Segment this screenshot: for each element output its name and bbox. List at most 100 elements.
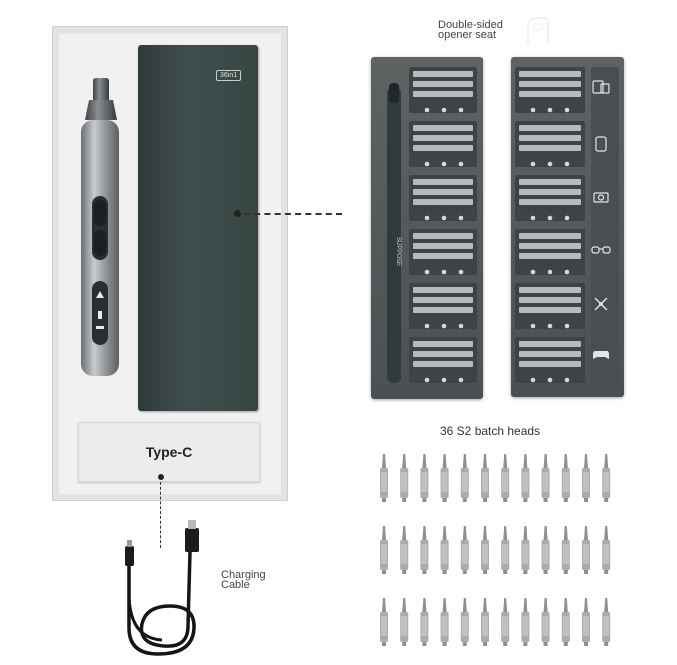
tray-dot — [530, 323, 536, 329]
batch-head-bit — [440, 526, 449, 574]
tray-dot — [530, 215, 536, 221]
batch-head-bit — [561, 454, 570, 502]
batch-head-bit — [400, 598, 409, 646]
batch-head-bit — [521, 454, 530, 502]
bit-compartment — [409, 175, 477, 221]
batch-head-bit — [541, 454, 550, 502]
tray-dot — [458, 161, 464, 167]
tray-bit — [519, 179, 581, 185]
batch-head-bit — [582, 598, 590, 646]
tray-bit — [519, 297, 581, 303]
bit-compartment — [409, 229, 477, 275]
tray-bit — [519, 361, 581, 367]
tray-dot — [547, 269, 553, 275]
batch-head-bit — [561, 526, 570, 574]
tablet-icon — [592, 80, 610, 94]
batch-head-bit — [521, 526, 530, 574]
tray-bit — [519, 243, 581, 249]
drone-icon — [594, 297, 608, 311]
batch-head-bit — [501, 454, 510, 502]
handle-tip — [389, 83, 399, 103]
batch-head-bit — [582, 454, 590, 502]
tray-bit — [519, 81, 581, 87]
tray-bit — [519, 287, 581, 293]
cable-callout-line — [160, 482, 161, 548]
tray-dot — [564, 377, 570, 383]
cable-callout: Charging Cable — [221, 569, 266, 591]
tray-bit — [519, 233, 581, 239]
batch-head-bit — [460, 454, 469, 502]
batch-head-bit — [501, 598, 510, 646]
batch-head-bit — [420, 598, 429, 646]
batch-head-bit — [602, 598, 611, 646]
batch-head-bit — [460, 598, 469, 646]
opener-seat-callout: Double-sided opener seat — [438, 19, 503, 41]
batch-heads-title: 36 S2 batch heads — [440, 424, 541, 438]
batch-head-bit — [420, 454, 429, 502]
cable-callout-line1: Charging — [221, 569, 266, 581]
tray-dot — [441, 377, 447, 383]
type-c-card: Type-C — [78, 422, 260, 482]
tray-bit — [519, 145, 581, 151]
tray-bit — [519, 341, 581, 347]
tray-bit — [413, 287, 473, 293]
tray-dot — [530, 269, 536, 275]
tray-bit — [413, 125, 473, 131]
batch-head-bit — [541, 526, 550, 574]
tray-bit — [413, 135, 473, 141]
tray-bit — [519, 71, 581, 77]
tray-bit — [519, 199, 581, 205]
opener-seat-icon — [527, 17, 549, 44]
batch-head-bit — [561, 598, 570, 646]
tray-bit — [519, 91, 581, 97]
batch-head-bit — [541, 598, 550, 646]
tray-dot — [564, 215, 570, 221]
tray-dot — [424, 377, 430, 383]
batch-head-bit — [521, 598, 530, 646]
opener-callout-line1: Double-sided — [438, 19, 503, 31]
batch-head-bit — [440, 598, 449, 646]
handle-brand: SUPPOSE — [395, 237, 401, 266]
bit-tray-right-contents — [515, 67, 619, 387]
batch-head-bit — [501, 526, 510, 574]
tray-dot — [458, 323, 464, 329]
tray-dot — [547, 323, 553, 329]
tray-bit — [413, 351, 473, 357]
bit-compartment — [515, 283, 585, 329]
tray-bit — [413, 189, 473, 195]
tray-dot — [458, 377, 464, 383]
lid-callout-dot — [234, 210, 241, 217]
tray-dot — [424, 107, 430, 113]
tray-dot — [441, 107, 447, 113]
tray-bit — [413, 253, 473, 259]
bit-compartment — [515, 337, 585, 383]
cable-callout-line2: Cable — [221, 579, 250, 591]
lid-badge: 36in1 — [216, 70, 242, 81]
batch-head-bit — [481, 526, 489, 574]
tray-bit — [519, 351, 581, 357]
tray-bit — [519, 307, 581, 313]
tray-bit — [413, 243, 473, 249]
batch-head-bit — [481, 598, 489, 646]
tray-dot — [530, 161, 536, 167]
lid-callout-line — [244, 213, 342, 215]
batch-head-bit — [440, 454, 449, 502]
batch-head-bit — [460, 526, 469, 574]
tray-bit — [519, 135, 581, 141]
tray-bit — [519, 253, 581, 259]
tray-dot — [530, 107, 536, 113]
bit-compartment — [515, 121, 585, 167]
tray-dot — [547, 215, 553, 221]
batch-head-bit — [420, 526, 429, 574]
batch-head-bit — [602, 454, 611, 502]
batch-head-bit — [602, 526, 611, 574]
tray-dot — [547, 107, 553, 113]
tray-dot — [458, 269, 464, 275]
tray-dot — [424, 215, 430, 221]
charging-cable — [125, 520, 199, 656]
glasses-icon — [591, 246, 611, 254]
batch-head-bit — [582, 526, 590, 574]
tray-dot — [547, 377, 553, 383]
cable-callout-dot — [158, 474, 164, 480]
tray-dot — [441, 269, 447, 275]
